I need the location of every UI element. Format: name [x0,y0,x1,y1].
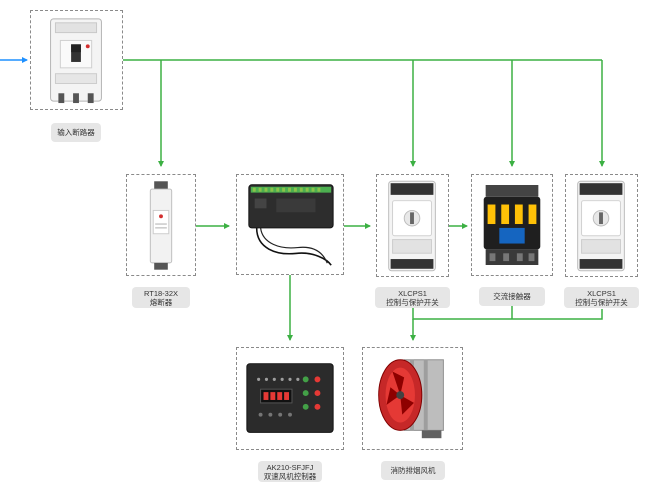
controller-label: AK210-SFJFJ 双速风机控制器 [258,461,322,482]
contactor-label-line1: 交流接触器 [493,292,531,301]
cps2-label-line1: XLCPS1 [587,288,616,298]
fuse-label: RT18-32X 熔断器 [132,287,190,308]
breaker-label-line1: 输入断路器 [57,128,95,137]
cps2-icon [577,180,625,272]
fuse-label-line2: 熔断器 [149,297,173,307]
cps1-label-line1: XLCPS1 [398,288,427,298]
contactor-label: 交流接触器 [479,287,545,306]
fuse-icon [149,181,173,270]
controller-label-line2: 双速风机控制器 [263,471,317,481]
cps2-label: XLCPS1 控制与保护开关 [564,287,639,308]
fuse-label-line1: RT18-32X [143,288,179,298]
io-module-icon [248,184,334,266]
cps1-icon [388,180,436,272]
cps1-box [376,174,449,277]
fan-box [362,347,463,450]
breaker-box [30,10,123,110]
cps1-label-line2: 控制与保护开关 [386,297,439,307]
cps2-label-line2: 控制与保护开关 [575,297,628,307]
axial-fan-icon [378,359,444,439]
circuit-breaker-icon [50,18,102,104]
breaker-label: 输入断路器 [51,123,101,142]
fan-controller-icon [246,363,334,433]
fuse-box [126,174,196,276]
fan-label-line1: 消防排烟风机 [390,466,436,475]
cps1-label: XLCPS1 控制与保护开关 [375,287,450,308]
fan-label: 消防排烟风机 [381,461,445,480]
contactor-icon [483,185,541,265]
controller-label-line1: AK210-SFJFJ [266,462,314,472]
controller-box [236,347,344,450]
cps2-box [565,174,638,277]
contactor-box [471,174,553,276]
io-module-box [236,174,344,275]
